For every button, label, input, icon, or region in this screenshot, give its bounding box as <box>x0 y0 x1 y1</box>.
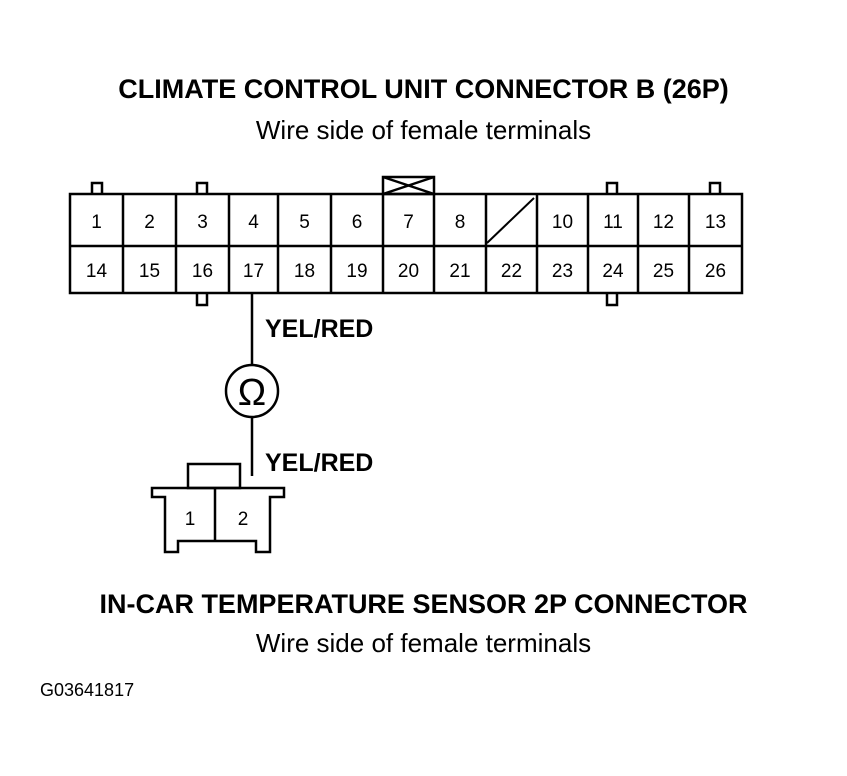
pin-label: 8 <box>455 212 466 233</box>
figure-code: G03641817 <box>40 680 135 700</box>
ohm-icon: Ω <box>238 372 266 414</box>
key-box <box>381 175 436 196</box>
connector-2p-body <box>150 486 286 554</box>
pin-label: 5 <box>299 212 310 233</box>
pin-label: 23 <box>552 261 573 282</box>
pin-label: 18 <box>294 261 315 282</box>
pin-label: 7 <box>403 212 414 233</box>
pin-label: 22 <box>501 261 522 282</box>
pin-label: 26 <box>705 261 726 282</box>
pin-label: 14 <box>86 261 108 282</box>
pin-label: 24 <box>602 261 624 282</box>
pin-label: 1 <box>91 212 102 233</box>
pin-label: 2 <box>238 509 249 530</box>
lock-tab <box>90 181 104 194</box>
pin-label: 4 <box>248 212 259 233</box>
top-connector-subtitle: Wire side of female terminals <box>255 115 592 145</box>
lock-tab <box>605 181 619 194</box>
bottom-connector-title: IN-CAR TEMPERATURE SENSOR 2P CONNECTOR <box>99 589 748 619</box>
unused-pin-slash <box>486 197 535 244</box>
pin-label: 3 <box>197 212 208 233</box>
pin-label: 1 <box>185 509 196 530</box>
pin-label: 10 <box>552 212 573 233</box>
lock-tab <box>195 293 209 307</box>
pin-label: 17 <box>243 261 264 282</box>
connector-2p-key <box>186 462 242 490</box>
pin-label: 6 <box>352 212 363 233</box>
lock-tab <box>195 181 209 194</box>
pin-label: 19 <box>346 261 367 282</box>
key-cross <box>382 175 435 196</box>
pin-label: 16 <box>192 261 213 282</box>
wire-label-lower: YEL/RED <box>265 449 373 477</box>
lock-tab <box>605 293 619 307</box>
bottom-connector-subtitle: Wire side of female terminals <box>255 628 592 658</box>
pin-label: 2 <box>144 212 155 233</box>
wire-label-upper: YEL/RED <box>265 315 373 343</box>
lock-tab <box>708 181 722 194</box>
pin-label: 21 <box>449 261 470 282</box>
pin-label: 12 <box>653 212 674 233</box>
connector-2p <box>150 462 286 554</box>
pin-label: 13 <box>705 212 726 233</box>
pin-label: 15 <box>139 261 160 282</box>
connector-26p <box>68 175 744 307</box>
top-connector-title: CLIMATE CONTROL UNIT CONNECTOR B (26P) <box>118 74 729 104</box>
pin-label: 11 <box>603 212 623 233</box>
cell-dividers <box>121 194 691 293</box>
pin-label: 25 <box>653 261 674 282</box>
pin-label: 20 <box>398 261 419 282</box>
